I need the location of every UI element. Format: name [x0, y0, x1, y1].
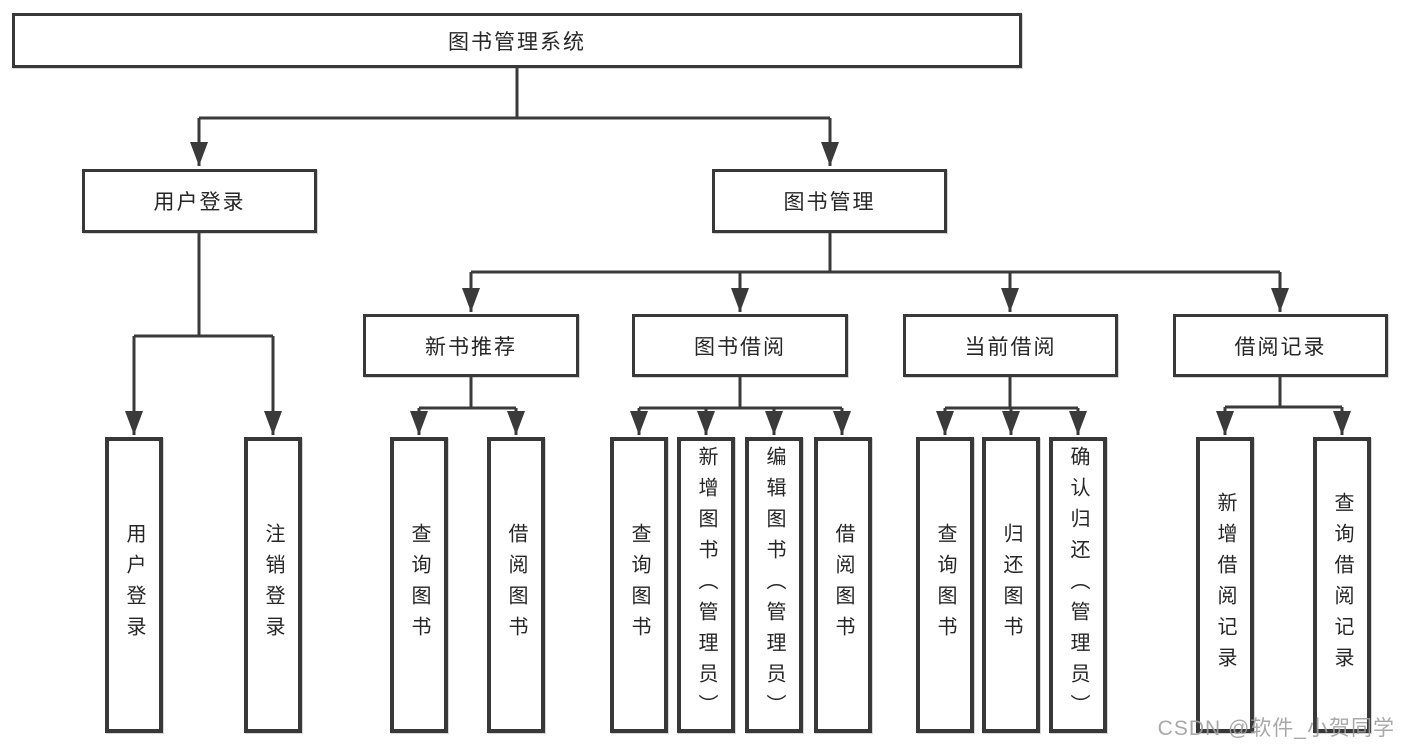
- connector-new-book-recommend-to-leaves: [410, 377, 525, 435]
- node-label: 用户登录: [153, 191, 246, 214]
- leaf-label: 新增借阅记录: [1214, 492, 1236, 678]
- leaf-return-books: 归还图书: [982, 437, 1040, 733]
- leaf-add-borrow-record: 新增借阅记录: [1196, 437, 1254, 733]
- leaf-label: 用户登录: [123, 523, 145, 647]
- leaf-query-borrow-record: 查询借阅记录: [1313, 437, 1371, 733]
- leaf-label: 查询借阅记录: [1331, 492, 1353, 678]
- node-borrow-records: 借阅记录: [1173, 314, 1388, 377]
- node-root-system: 图书管理系统: [12, 13, 1022, 68]
- node-book-management: 图书管理: [712, 169, 947, 233]
- leaf-query-books-recommend: 查询图书: [390, 437, 448, 733]
- connector-book-management-to-level3: [462, 233, 1289, 312]
- leaf-add-books-admin: 新增图书（管理员）: [677, 437, 735, 733]
- connector-current-borrow-to-leaves: [936, 377, 1087, 435]
- node-current-borrow: 当前借阅: [903, 314, 1118, 377]
- leaf-label: 新增图书（管理员）: [695, 445, 717, 725]
- node-user-login: 用户登录: [82, 169, 317, 233]
- leaf-query-books-current: 查询图书: [916, 437, 974, 733]
- leaf-user-login: 用户登录: [105, 437, 163, 733]
- csdn-watermark: CSDN @软件_小贺同学: [1157, 717, 1395, 740]
- leaf-confirm-return-admin: 确认归还（管理员）: [1049, 437, 1107, 733]
- connector-borrow-records-to-leaves: [1216, 377, 1351, 435]
- connector-user-login-to-leaves: [125, 233, 282, 435]
- leaf-label: 查询图书: [934, 523, 956, 647]
- leaf-label: 借阅图书: [832, 523, 854, 647]
- node-label: 图书借阅: [694, 335, 786, 359]
- leaf-borrow-books: 借阅图书: [814, 437, 872, 733]
- leaf-borrow-books-recommend: 借阅图书: [487, 437, 545, 733]
- leaf-label: 查询图书: [408, 523, 430, 647]
- connector-book-borrow-to-leaves: [630, 377, 851, 435]
- node-new-book-recommend: 新书推荐: [363, 314, 579, 377]
- leaf-label: 归还图书: [1000, 523, 1022, 647]
- leaf-label: 确认归还（管理员）: [1067, 445, 1089, 725]
- node-label: 当前借阅: [964, 335, 1057, 359]
- leaf-label: 注销登录: [262, 523, 284, 647]
- connector-root-to-level2: [190, 68, 839, 166]
- leaf-label: 编辑图书（管理员）: [763, 445, 785, 725]
- node-label: 借阅记录: [1234, 335, 1327, 359]
- leaf-edit-books-admin: 编辑图书（管理员）: [745, 437, 803, 733]
- node-label: 图书管理系统: [448, 30, 586, 54]
- node-label: 图书管理: [783, 191, 876, 214]
- leaf-logout: 注销登录: [244, 437, 302, 733]
- leaf-label: 借阅图书: [505, 523, 527, 647]
- leaf-label: 查询图书: [628, 523, 650, 647]
- node-label: 新书推荐: [425, 335, 517, 359]
- node-book-borrow: 图书借阅: [632, 314, 848, 377]
- leaf-query-books-borrow: 查询图书: [610, 437, 668, 733]
